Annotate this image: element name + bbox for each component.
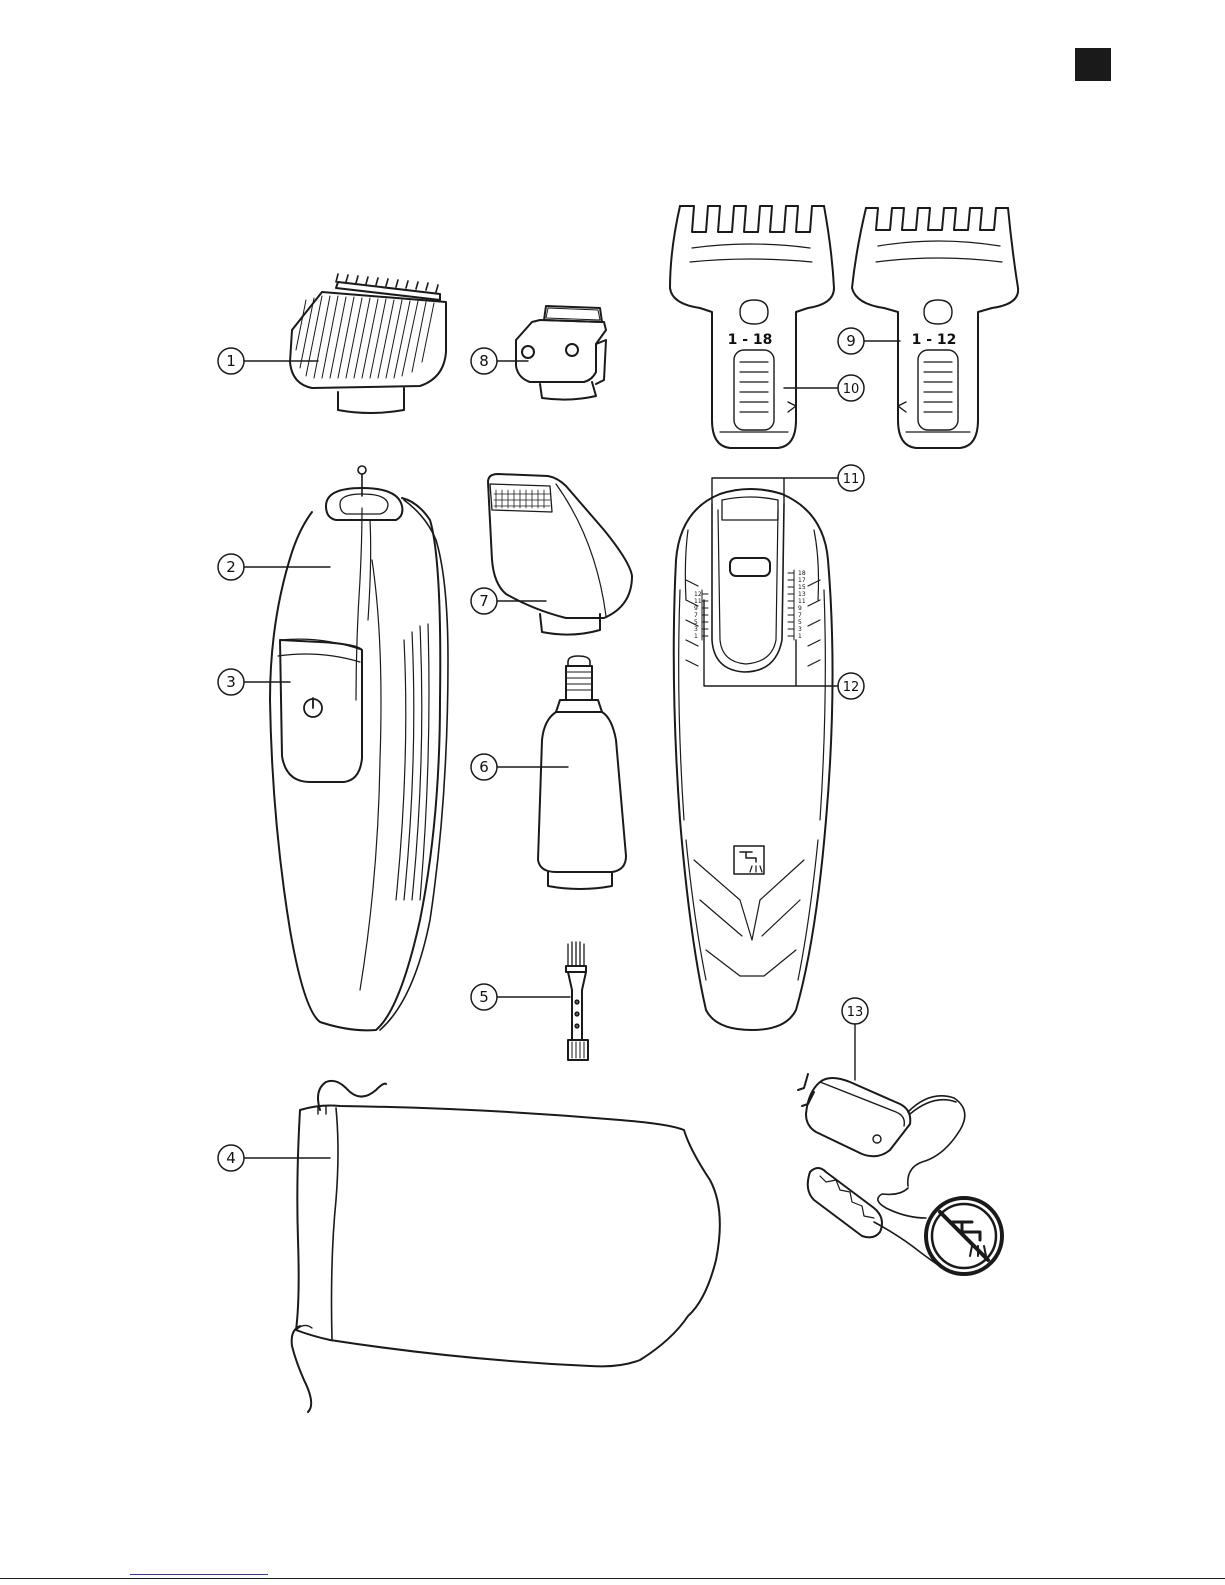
trimmer-head xyxy=(290,274,446,413)
callout-label: 13 xyxy=(847,1005,864,1020)
nose-trimmer xyxy=(538,656,626,889)
callout-6: 6 xyxy=(471,754,568,780)
comb-small: 1 - 12 xyxy=(852,208,1018,448)
scale-right-tick: 1 xyxy=(798,633,802,640)
callout-label: 8 xyxy=(479,352,489,370)
height-scale-left: 12 11 9 7 5 3 1 xyxy=(694,591,702,640)
handle-back xyxy=(674,489,833,1030)
storage-pouch xyxy=(292,1081,720,1412)
scale-right-tick: 17 xyxy=(798,577,806,584)
scale-left-tick: 5 xyxy=(694,619,698,626)
callout-13: 13 xyxy=(842,998,868,1080)
detail-trimmer xyxy=(516,306,606,400)
no-water-icon xyxy=(926,1198,1002,1274)
comb-large: 1 - 18 xyxy=(670,206,834,448)
callout-5: 5 xyxy=(471,984,570,1010)
callout-7: 7 xyxy=(471,588,546,614)
callout-label: 10 xyxy=(843,382,860,397)
callout-9: 9 xyxy=(838,328,900,354)
callout-label: 2 xyxy=(226,558,236,576)
comb-large-range: 1 - 18 xyxy=(728,332,773,348)
handle-front xyxy=(270,466,448,1030)
scale-right-tick: 13 xyxy=(798,591,806,598)
callout-label: 3 xyxy=(226,673,236,691)
callout-12: 12 xyxy=(704,600,864,699)
callout-4: 4 xyxy=(218,1145,330,1171)
callout-label: 5 xyxy=(479,988,489,1006)
scale-left-tick: 11 xyxy=(694,598,702,605)
scale-right-tick: 3 xyxy=(798,626,802,633)
cleaning-brush xyxy=(566,942,588,1060)
height-scale-right: 18 17 15 13 11 9 7 5 3 1 xyxy=(798,570,806,640)
footer-link-underline xyxy=(130,1574,268,1575)
scale-left-tick: 12 xyxy=(694,591,702,598)
scale-right-tick: 11 xyxy=(798,598,806,605)
callout-8: 8 xyxy=(471,348,528,374)
scale-right-tick: 15 xyxy=(798,584,806,591)
power-adapter xyxy=(798,1074,965,1270)
scale-right-tick: 5 xyxy=(798,619,802,626)
callout-label: 11 xyxy=(843,472,860,487)
callout-label: 6 xyxy=(479,758,489,776)
water-tap-icon xyxy=(734,846,764,874)
scale-right-tick: 7 xyxy=(798,612,802,619)
callout-2: 2 xyxy=(218,554,330,580)
callout-label: 9 xyxy=(846,332,856,350)
callout-label: 1 xyxy=(226,352,236,370)
scale-right-tick: 18 xyxy=(798,570,806,577)
scale-left-tick: 9 xyxy=(694,605,698,612)
callout-label: 12 xyxy=(843,680,860,695)
scale-left-tick: 7 xyxy=(694,612,698,619)
callout-label: 4 xyxy=(226,1149,236,1167)
page-bottom-rule xyxy=(0,1578,1225,1579)
scale-right-tick: 9 xyxy=(798,605,802,612)
power-button xyxy=(304,698,322,717)
callout-label: 7 xyxy=(479,592,489,610)
shaver-head xyxy=(488,474,632,635)
scale-left-tick: 1 xyxy=(694,633,698,640)
comb-small-range: 1 - 12 xyxy=(912,332,957,348)
scale-left-tick: 3 xyxy=(694,626,698,633)
callout-3: 3 xyxy=(218,669,290,695)
